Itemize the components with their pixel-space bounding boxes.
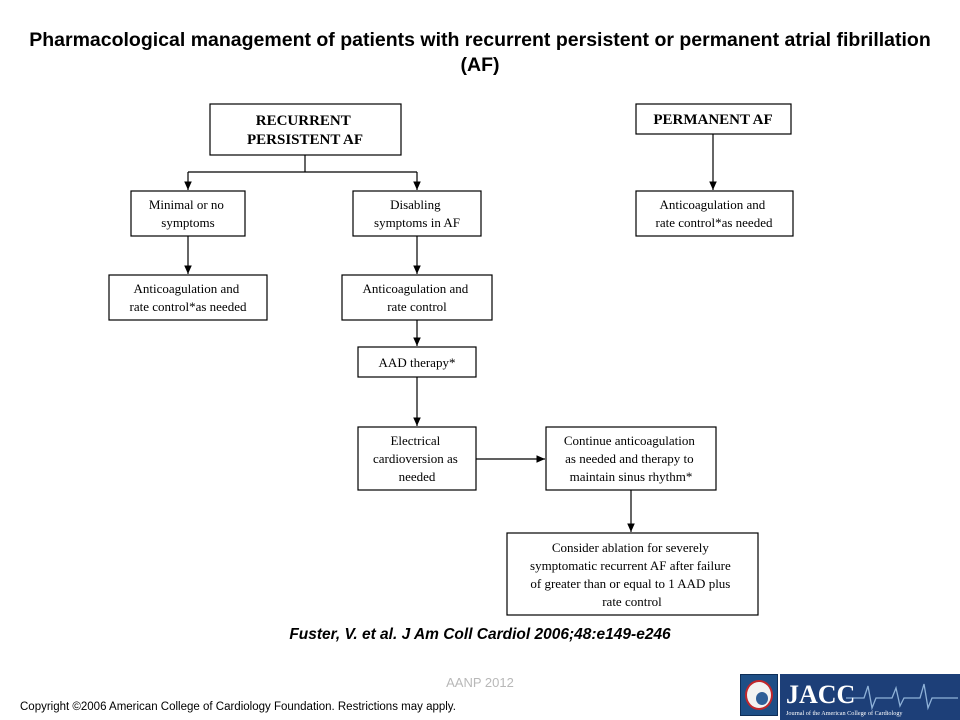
continue-anticoagulation-box	[545, 426, 717, 491]
footer-watermark: AANP 2012	[446, 675, 514, 690]
citation: Fuster, V. et al. J Am Coll Cardiol 2006…	[289, 626, 671, 643]
permanent-anticoagulation-label: Anticoagulation and rate control*as need…	[656, 197, 773, 230]
flowchart-connectors	[184, 134, 717, 532]
electrical-cardioversion-label: Electrical cardioversion as needed	[373, 433, 461, 484]
journal-name-text: Journal of the American College of Cardi…	[786, 710, 903, 717]
af-flowchart: RECURRENT PERSISTENT AF PERMANENT AF Min…	[108, 103, 794, 616]
consider-ablation-box	[506, 532, 759, 616]
continue-anticoagulation-label: Continue anticoagulation as needed and t…	[564, 433, 698, 484]
minimal-symptoms-label: Minimal or no symptoms	[149, 197, 227, 230]
recurrent-persistent-af-box	[209, 103, 402, 156]
minimal-symptoms-box	[130, 190, 246, 237]
electrical-cardioversion-box	[357, 426, 477, 491]
consider-ablation-label: Consider ablation for severely symptomat…	[530, 540, 734, 609]
recurrent-persistent-af-label: RECURRENT PERSISTENT AF	[247, 113, 363, 148]
aad-therapy-label: AAD therapy*	[379, 355, 456, 370]
permanent-anticoagulation-box	[635, 190, 794, 237]
acc-seal-logo	[740, 674, 778, 716]
disabling-symptoms-box	[352, 190, 482, 237]
minimal-anticoagulation-box	[108, 274, 268, 321]
minimal-anticoagulation-label: Anticoagulation and rate control*as need…	[130, 281, 247, 314]
permanent-af-box	[635, 103, 792, 135]
jacc-wordmark: JACC	[786, 680, 855, 709]
disabling-symptoms-label: Disabling symptoms in AF	[374, 197, 460, 230]
disabling-anticoagulation-label: Anticoagulation and rate control	[362, 281, 471, 314]
jacc-journal-logo: JACC Journal of the American College of …	[780, 674, 960, 720]
permanent-af-label: PERMANENT AF	[653, 112, 772, 128]
page-title: Pharmacological management of patients w…	[29, 29, 931, 76]
copyright-notice: Copyright ©2006 American College of Card…	[20, 701, 456, 713]
jacc-logo-graphic: JACC Journal of the American College of …	[780, 674, 960, 720]
